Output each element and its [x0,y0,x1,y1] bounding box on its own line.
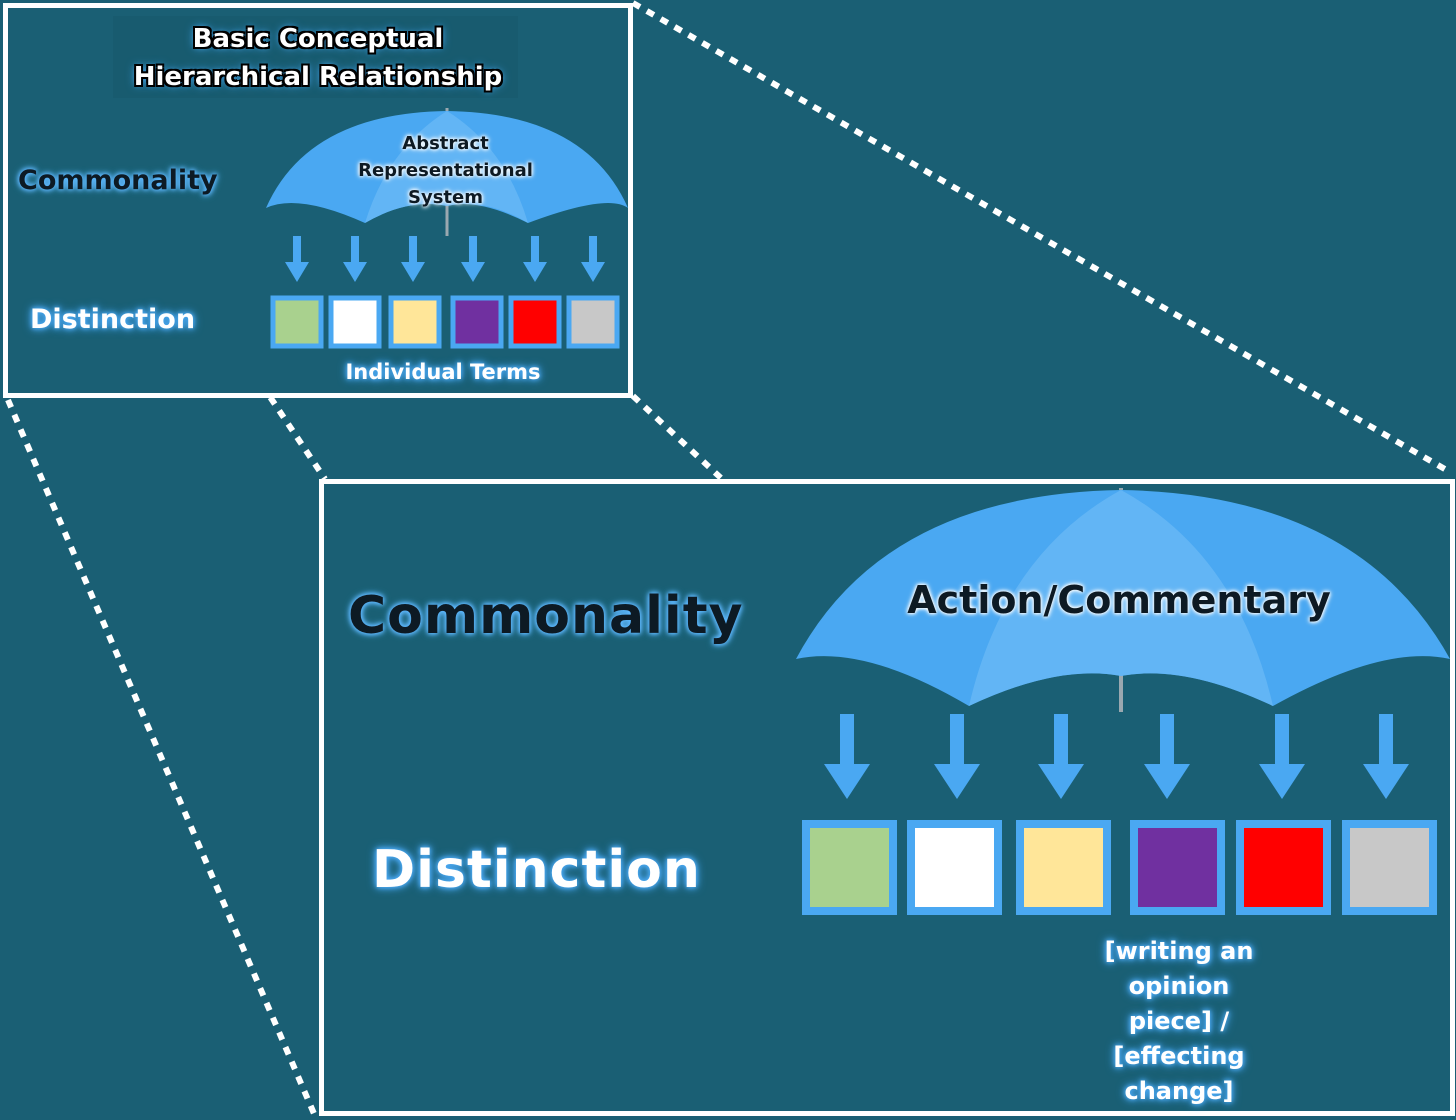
overview-umbrella-line2: Representational [358,160,533,181]
overview-square-green [270,295,324,349]
example-umbrella-label: Action/Commentary [907,578,1331,622]
example-term-squares [802,820,1437,915]
example-square-green [802,820,897,915]
example-square-yellow [1016,820,1111,915]
overview-umbrella-diagram [113,16,628,349]
overview-title-line1: Basic Conceptual [192,24,444,54]
overview-arrows [285,236,605,282]
overview-commonality-label: Commonality [18,165,218,196]
overview-square-yellow [388,295,442,349]
example-umbrella-diagram [796,488,1450,915]
example-square-white [907,820,1002,915]
overview-title-line2: Hierarchical Relationship [133,62,503,92]
overview-square-red [508,295,562,349]
overview-caption: Individual Terms [345,360,541,384]
example-caption-line5: change] [1124,1077,1234,1105]
example-distinction-label: Distinction [372,840,701,900]
connector-line-bottom-left [5,398,318,1118]
example-arrow-6 [1363,714,1409,799]
example-square-purple [1130,820,1225,915]
example-square-gray [1342,820,1437,915]
overview-arrow-1 [285,236,309,282]
overview-umbrella-label: Abstract Representational System [338,130,553,211]
overview-arrow-5 [523,236,547,282]
example-arrows [824,714,1409,799]
overview-umbrella-line1: Abstract [402,133,489,154]
example-arrow-4 [1144,714,1190,799]
example-arrow-3 [1038,714,1084,799]
connector-line-top-right [631,0,1452,475]
overview-distinction-label: Distinction [30,304,196,335]
overview-title: Basic Conceptual Hierarchical Relationsh… [88,20,548,96]
overview-square-white [328,295,382,349]
example-caption-line3: piece] / [1128,1007,1230,1035]
example-arrow-1 [824,714,870,799]
overview-panel: Basic Conceptual Hierarchical Relationsh… [3,3,633,398]
example-umbrella [796,488,1450,712]
connector-line-top-left [9,10,328,481]
example-caption-line1: [writing an [1104,937,1254,965]
example-commonality-label: Commonality [348,586,744,646]
overview-term-squares [270,295,620,349]
overview-arrow-6 [581,236,605,282]
connector-line-bottom-right [630,393,725,482]
example-caption-line2: opinion [1128,972,1230,1000]
overview-arrow-4 [461,236,485,282]
overview-arrow-2 [343,236,367,282]
overview-arrow-3 [401,236,425,282]
example-panel: Commonality Action/Commentary Distinctio… [319,479,1455,1116]
example-square-red [1236,820,1331,915]
example-arrow-5 [1259,714,1305,799]
example-arrow-2 [934,714,980,799]
overview-umbrella-line3: System [408,187,483,208]
overview-umbrella [266,108,628,236]
example-caption: [writing an opinion piece] / [effecting … [1054,934,1304,1109]
example-caption-line4: [effecting [1113,1042,1245,1070]
overview-square-gray [566,295,620,349]
overview-square-purple [450,295,504,349]
